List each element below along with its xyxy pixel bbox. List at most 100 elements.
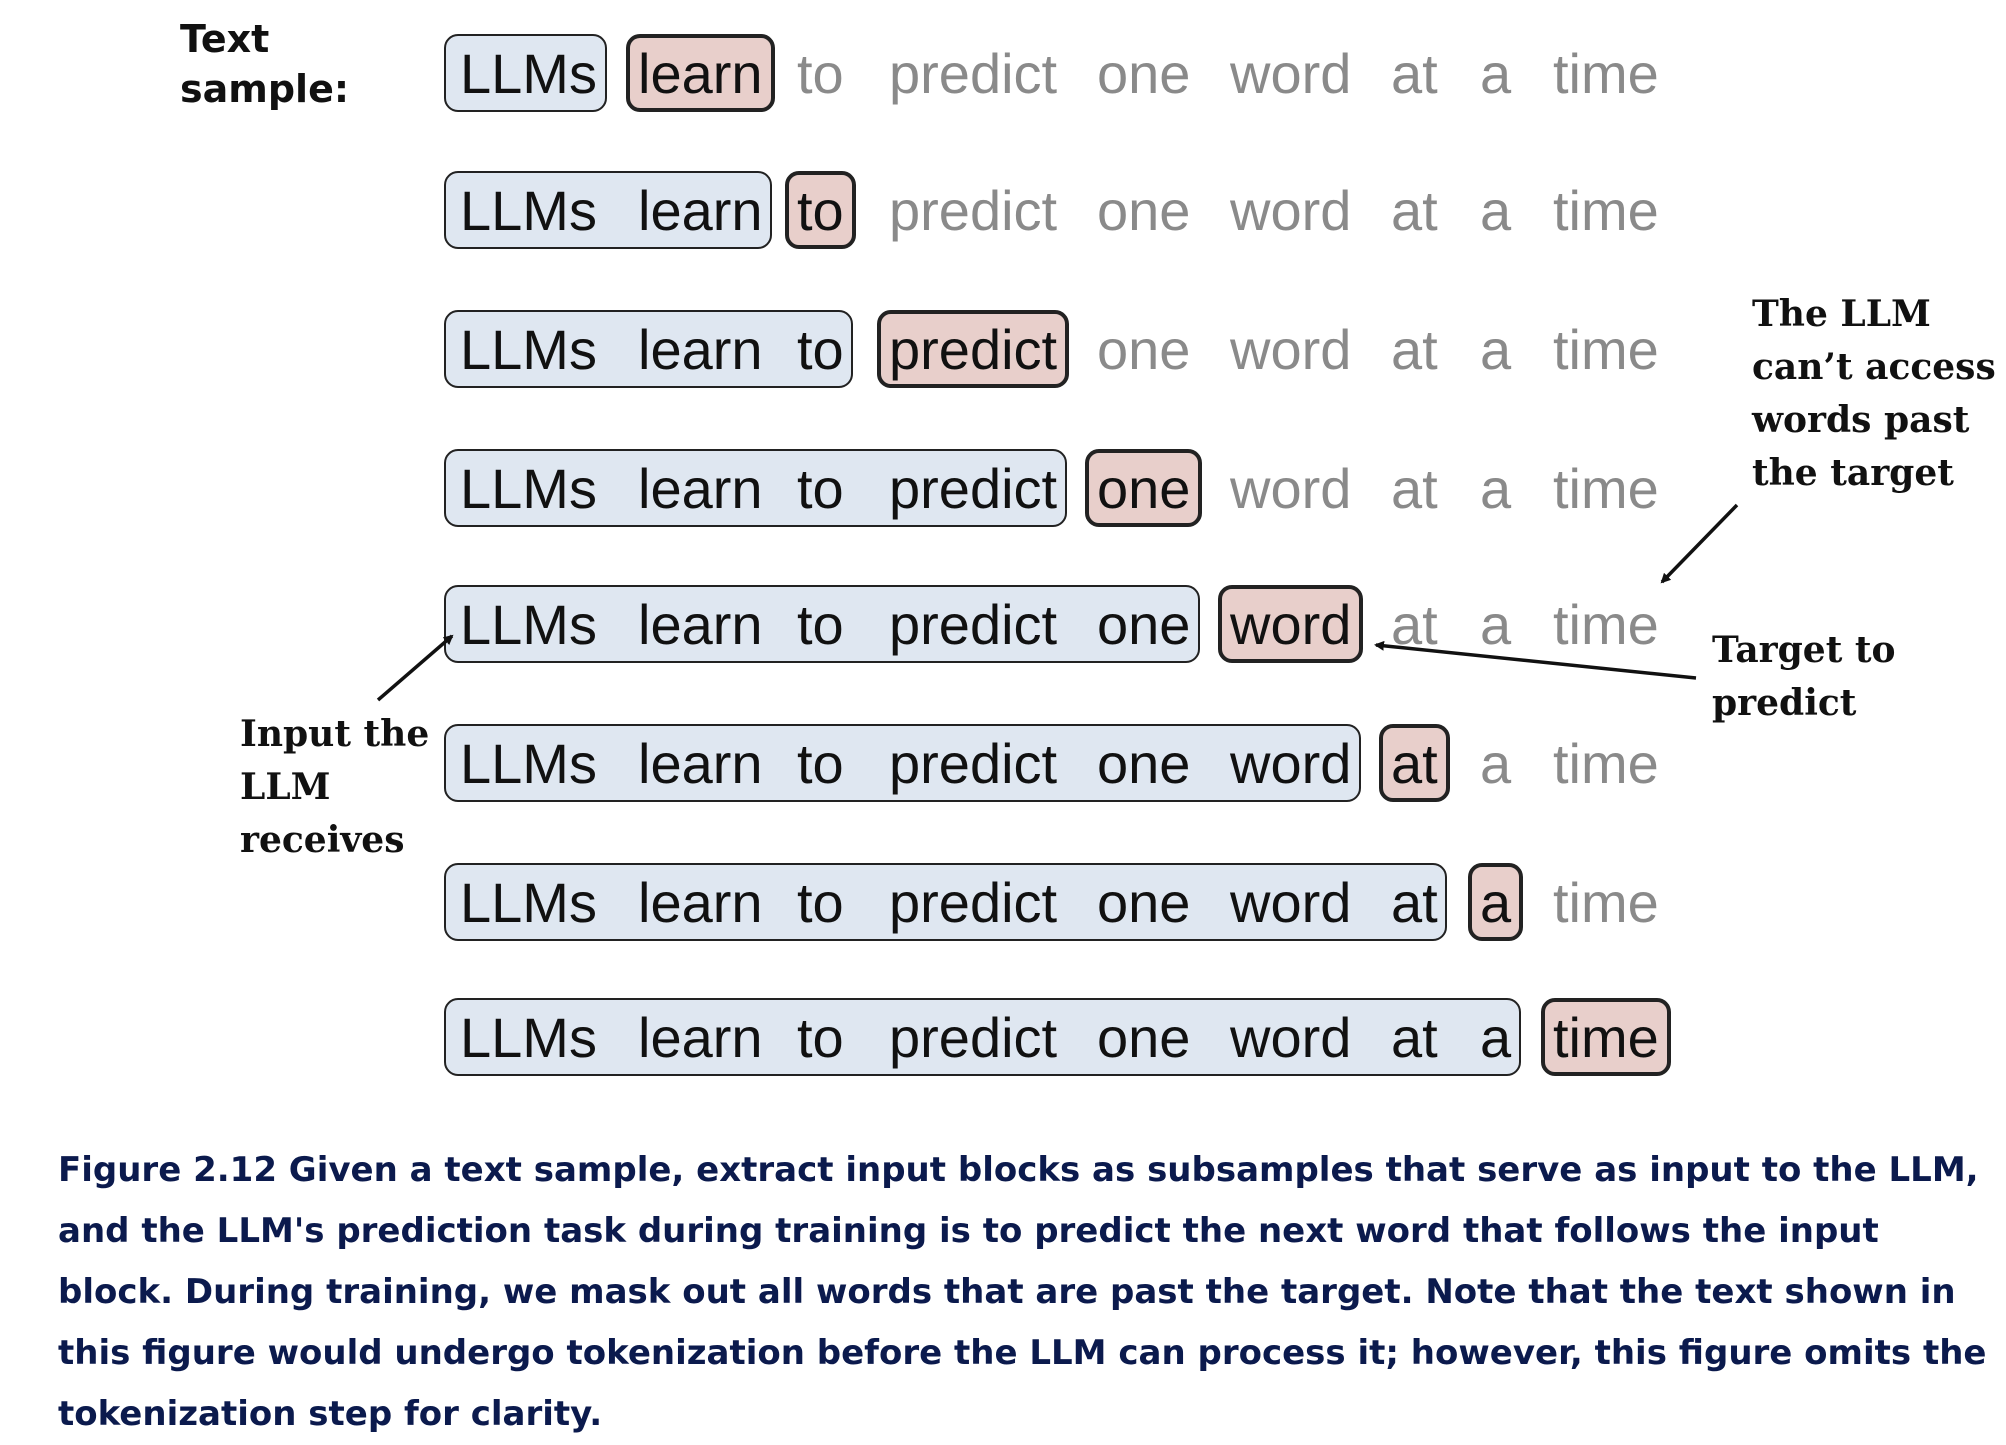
input-word: a	[1480, 1006, 1512, 1069]
text-sample-label-line: Text	[180, 17, 270, 61]
input-note: Input the LLM receives	[240, 708, 429, 867]
masked-word: time	[1553, 179, 1659, 242]
annotation-arrows	[376, 503, 1739, 702]
target-word-box	[1379, 724, 1450, 802]
input-word: one	[1097, 732, 1191, 795]
masked-word: word	[1230, 179, 1352, 242]
input-word: LLMs	[460, 318, 597, 381]
masked-word: predict	[889, 42, 1058, 105]
input-word: LLMs	[460, 42, 597, 105]
input-word: to	[797, 593, 844, 656]
target-word: to	[797, 179, 844, 242]
input-word: learn	[638, 1006, 763, 1069]
input-word: LLMs	[460, 593, 597, 656]
input-word: LLMs	[460, 457, 597, 520]
masked-word: at	[1391, 42, 1438, 105]
input-block	[444, 724, 1361, 802]
input-word: learn	[638, 732, 763, 795]
input-word: to	[797, 732, 844, 795]
masked-word: predict	[889, 179, 1058, 242]
input-block	[444, 863, 1448, 941]
input-block	[444, 171, 773, 249]
masked-word: word	[1230, 42, 1352, 105]
input-word: LLMs	[460, 732, 597, 795]
target-word-box	[877, 310, 1070, 388]
target-word: learn	[638, 42, 763, 105]
input-word: predict	[889, 732, 1058, 795]
input-block	[444, 449, 1067, 527]
input-block	[444, 34, 607, 112]
input-word: LLMs	[460, 1006, 597, 1069]
masked-word: one	[1097, 318, 1191, 381]
input-word: one	[1097, 593, 1191, 656]
input-word: to	[797, 871, 844, 934]
masked-words-note-line: The LLM	[1752, 293, 1931, 335]
input-word: learn	[638, 593, 763, 656]
input-block	[444, 310, 854, 388]
masked-word: at	[1391, 179, 1438, 242]
target-note: Target to predict	[1712, 624, 1896, 730]
target-word: predict	[889, 318, 1058, 381]
input-note-line: LLM	[240, 766, 331, 808]
input-arrow	[376, 634, 454, 702]
masked-words-note-line: can’t access	[1752, 346, 1996, 388]
masked-word: a	[1480, 42, 1512, 105]
masked-word: time	[1553, 457, 1659, 520]
input-word: at	[1391, 871, 1438, 934]
input-word: learn	[638, 318, 763, 381]
masked-word: a	[1480, 179, 1512, 242]
masked-words-note-line: words past	[1752, 399, 1970, 441]
input-word: word	[1230, 732, 1352, 795]
masked-word: a	[1480, 457, 1512, 520]
input-word: learn	[638, 179, 763, 242]
target-note-line: Target to	[1712, 629, 1896, 671]
input-word: at	[1391, 1006, 1438, 1069]
text-sample-label: Text sample:	[180, 14, 349, 114]
masked-word: one	[1097, 179, 1191, 242]
input-word: learn	[638, 871, 763, 934]
target-word-box	[1468, 863, 1524, 941]
input-word: one	[1097, 871, 1191, 934]
target-word: a	[1480, 871, 1512, 934]
masked-word: time	[1553, 593, 1659, 656]
masked-word: to	[797, 42, 844, 105]
masked-word: word	[1230, 318, 1352, 381]
masked-words-note-line: the target	[1752, 452, 1954, 494]
input-word: word	[1230, 871, 1352, 934]
input-word: LLMs	[460, 871, 597, 934]
target-word-box	[1085, 449, 1203, 527]
masked-word: time	[1553, 42, 1659, 105]
figure-caption: Figure 2.12 Given a text sample, extract…	[58, 1150, 1987, 1434]
masked-word: at	[1391, 593, 1438, 656]
target-word: word	[1230, 593, 1352, 656]
mask-arrow	[1660, 503, 1739, 584]
masked-word: word	[1230, 457, 1352, 520]
target-word-box	[785, 171, 856, 249]
masked-word: at	[1391, 457, 1438, 520]
masked-word: a	[1480, 593, 1512, 656]
target-word: one	[1097, 457, 1191, 520]
input-block	[444, 998, 1521, 1076]
text-sample-label-line: sample:	[180, 67, 350, 111]
input-word: predict	[889, 457, 1058, 520]
masked-word: a	[1480, 318, 1512, 381]
input-note-line: receives	[240, 819, 405, 861]
target-word-box	[1541, 998, 1671, 1076]
input-word: LLMs	[460, 179, 597, 242]
input-word: to	[797, 457, 844, 520]
masked-word: time	[1553, 318, 1659, 381]
target-word-box	[1218, 585, 1364, 663]
masked-word: one	[1097, 42, 1191, 105]
input-block	[444, 585, 1201, 663]
input-note-line: Input the	[240, 713, 430, 755]
masked-word: a	[1480, 732, 1512, 795]
masked-word: time	[1553, 871, 1659, 934]
input-word: predict	[889, 1006, 1058, 1069]
input-word: learn	[638, 457, 763, 520]
input-word: one	[1097, 1006, 1191, 1069]
input-word: word	[1230, 1006, 1352, 1069]
target-word-box	[626, 34, 775, 112]
masked-word: time	[1553, 732, 1659, 795]
target-word: time	[1553, 1006, 1659, 1069]
